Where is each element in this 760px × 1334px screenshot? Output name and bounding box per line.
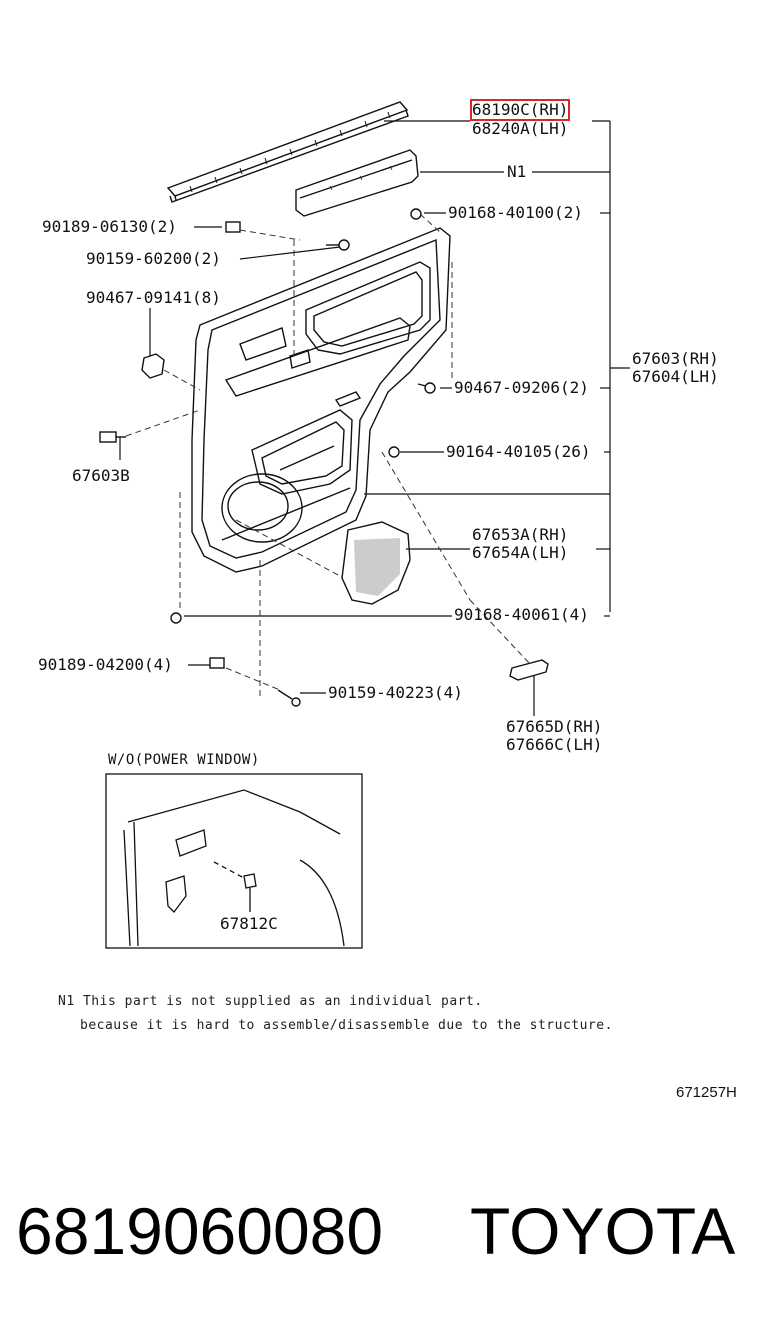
part-label-90164-40105: 90164-40105(26) [446,442,591,461]
part-label-90467-09206: 90467-09206(2) [454,378,589,397]
fastener-glyphs [99,208,436,707]
part-label-67603b: 67603B [72,466,130,485]
inset-box [105,773,363,949]
part-label-68240a: 68240A(LH) [472,119,569,138]
part-label-90159-40223: 90159-40223(4) [328,683,463,702]
part-label-67665d: 67665D(RH) [506,717,603,736]
note-line-2: because it is hard to assemble/disassemb… [80,1018,613,1033]
footer-brand: TOYOTA [470,1194,736,1268]
part-label-67653a: 67653A(RH) [472,525,569,544]
part-label-90168-40061: 90168-40061(4) [454,605,589,624]
speaker-grille-part [341,521,411,605]
part-label-n1: N1 [507,162,527,181]
weatherstrip-part [166,101,409,203]
inset-title: W/O(POWER WINDOW) [108,752,260,768]
part-label-90168-40100: 90168-40100(2) [448,203,583,222]
part-label-67812c: 67812C [220,914,278,933]
part-label-67604: 67604(LH) [632,367,719,386]
part-label-90189-04200: 90189-04200(4) [38,655,173,674]
armrest-cover-part [295,149,419,217]
handle-cover-part [509,659,549,681]
door-trim-panel [191,227,451,573]
note-line-1: N1 This part is not supplied as an indiv… [58,994,483,1009]
footer-part-number: 6819060080 [16,1194,384,1268]
illustration-id: 671257H [676,1084,737,1101]
part-label-90467-09141: 90467-09141(8) [86,288,221,307]
part-label-67666c: 67666C(LH) [506,735,603,754]
part-label-68190c[interactable]: 68190C(RH) [469,99,571,121]
part-label-67603: 67603(RH) [632,349,719,368]
part-label-90159-60200: 90159-60200(2) [86,249,221,268]
part-label-67654a: 67654A(LH) [472,543,569,562]
part-label-90189-06130: 90189-06130(2) [42,217,177,236]
